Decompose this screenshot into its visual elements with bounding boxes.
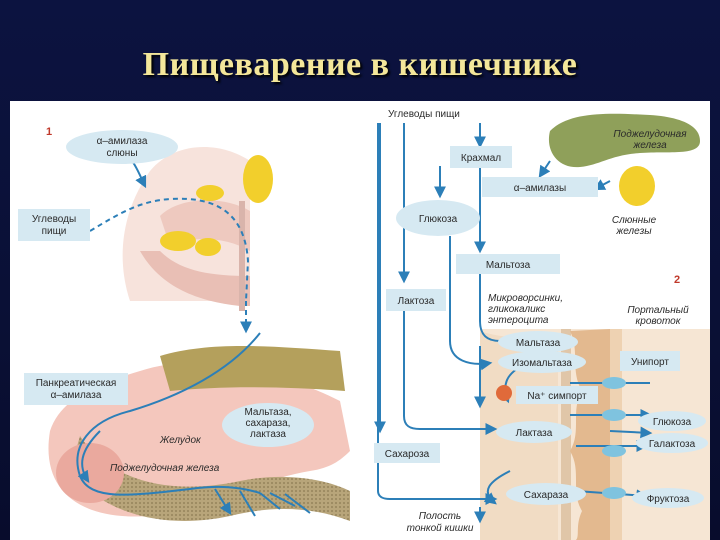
svg-text:α–амилаза: α–амилаза: [51, 390, 102, 401]
svg-text:α–амилаза: α–амилаза: [97, 136, 148, 147]
svg-text:Na⁺ симпорт: Na⁺ симпорт: [527, 391, 587, 402]
label-portal-blood: Портальный кровоток: [627, 305, 689, 327]
label-pancreas: Поджелудочная железа: [110, 463, 220, 474]
box-sucrase: Сахараза: [506, 483, 586, 505]
page-title: Пищеварение в кишечнике: [142, 46, 578, 83]
label-pancreas-gland: Поджелудочная железа: [613, 129, 687, 151]
svg-text:пищи: пищи: [42, 226, 67, 237]
box-fructose: Фруктоза: [632, 488, 704, 508]
box-na-symport: Na⁺ симпорт: [516, 386, 598, 404]
pancreas-gland-right: [548, 113, 700, 168]
box-maltose: Мальтоза: [456, 254, 560, 274]
label-carbs-food-left: Углеводы пищи: [18, 209, 90, 241]
svg-text:Изомальтаза: Изомальтаза: [512, 358, 572, 369]
label-pancreatic-amylase: Панкреатическая α–амилаза: [24, 373, 128, 405]
svg-text:тонкой кишки: тонкой кишки: [407, 523, 474, 534]
transport-channels: [496, 377, 626, 499]
svg-text:Фруктоза: Фруктоза: [647, 494, 690, 505]
svg-text:железы: железы: [615, 226, 652, 237]
svg-text:слюны: слюны: [106, 148, 137, 159]
box-maltase: Мальтаза: [498, 331, 578, 353]
svg-text:Сахараза: Сахараза: [524, 490, 569, 501]
svg-text:α–амилазы: α–амилазы: [514, 183, 566, 194]
head-illustration: [122, 147, 250, 311]
label-salivary-glands: Слюнные железы: [612, 215, 657, 237]
panel-number-left: 1: [46, 126, 52, 138]
svg-text:лактаза: лактаза: [250, 429, 286, 440]
svg-text:сахараза,: сахараза,: [246, 418, 291, 429]
svg-text:Сахароза: Сахароза: [385, 449, 430, 460]
label-stomach: Желудок: [159, 435, 202, 446]
svg-text:Лактаза: Лактаза: [516, 428, 553, 439]
box-isomaltase: Изомальтаза: [498, 351, 586, 373]
svg-text:Лактоза: Лактоза: [398, 296, 435, 307]
svg-text:Мальтаза,: Мальтаза,: [244, 407, 291, 418]
box-starch: Крахмал: [450, 146, 512, 168]
svg-text:Панкреатическая: Панкреатическая: [36, 378, 117, 389]
diagram-panel: 1 α–амилаза слюны Углеводы пищи Панкреат…: [10, 101, 710, 540]
svg-text:Галактоза: Галактоза: [649, 439, 696, 450]
svg-text:Глюкоза: Глюкоза: [419, 214, 458, 225]
box-alpha-amylase: α–амилазы: [482, 177, 598, 197]
svg-text:Мальтоза: Мальтоза: [486, 260, 531, 271]
svg-text:Глюкоза: Глюкоза: [653, 417, 692, 428]
box-uniport: Унипорт: [620, 351, 680, 371]
svg-text:энтероцита: энтероцита: [488, 315, 549, 326]
label-intestinal-lumen: Полость тонкой кишки: [407, 511, 474, 534]
svg-text:Портальный: Портальный: [627, 305, 689, 316]
box-glucose-top: Глюкоза: [396, 200, 480, 236]
box-glucose: Глюкоза: [638, 411, 706, 431]
svg-text:Унипорт: Унипорт: [631, 357, 669, 368]
svg-text:Полость: Полость: [419, 511, 461, 522]
svg-text:гликокаликс: гликокаликс: [488, 304, 545, 315]
label-amylase-saliva: α–амилаза слюны: [66, 130, 178, 164]
box-lactase: Лактаза: [496, 421, 572, 443]
box-galactose: Галактоза: [636, 433, 708, 453]
salivary-gland-right: [619, 166, 655, 206]
box-lactose: Лактоза: [386, 289, 446, 311]
svg-text:Мальтаза: Мальтаза: [516, 338, 561, 349]
svg-text:Микроворсинки,: Микроворсинки,: [488, 293, 563, 304]
svg-text:Углеводы: Углеводы: [32, 214, 76, 225]
label-carbs-food-right: Углеводы пищи: [388, 109, 460, 120]
panel-number-right: 2: [674, 274, 680, 286]
digestion-diagram: 1 α–амилаза слюны Углеводы пищи Панкреат…: [18, 109, 710, 540]
svg-text:Слюнные: Слюнные: [612, 215, 657, 226]
svg-text:железа: железа: [632, 140, 667, 151]
box-sucrose: Сахароза: [374, 443, 440, 463]
svg-text:Крахмал: Крахмал: [461, 153, 501, 164]
label-brush-enzymes: Мальтаза, сахараза, лактаза: [222, 403, 314, 447]
svg-text:Поджелудочная: Поджелудочная: [613, 129, 687, 140]
salivary-glands-left: [160, 155, 273, 256]
label-microvilli: Микроворсинки, гликокаликс энтероцита: [488, 293, 563, 326]
svg-text:кровоток: кровоток: [636, 316, 682, 327]
